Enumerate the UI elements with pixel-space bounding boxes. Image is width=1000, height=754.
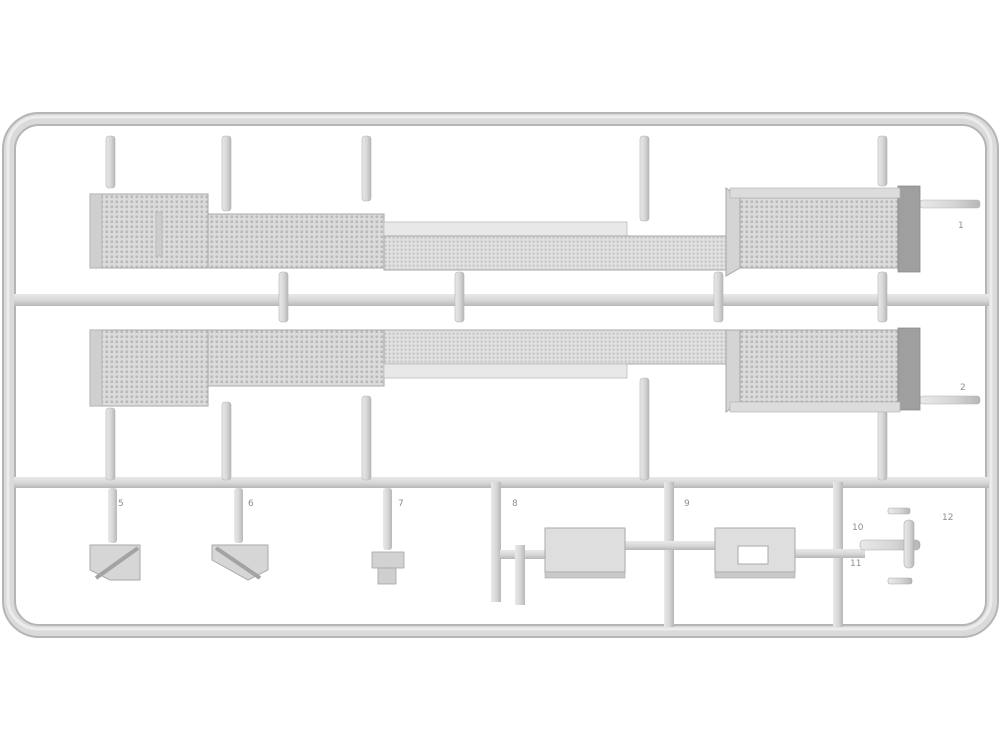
valve-parts [859,507,921,585]
bracket-parts [89,488,405,585]
inner-runners [14,294,989,627]
part-number: 12 [942,513,953,523]
part-number-labels: 1 2 5 6 7 8 9 10 11 12 [118,221,966,569]
part-number: 5 [118,499,124,509]
lower-frame-rail [89,327,921,413]
part-number: 7 [398,499,404,509]
upper-frame-rail [89,185,921,277]
sprue-frame [2,112,999,638]
part-number: 6 [248,499,254,509]
part-number: 10 [852,523,864,533]
part-number: 1 [958,221,964,231]
part-number: 11 [850,559,861,569]
box-parts [544,527,796,579]
upper-gates [105,135,981,481]
part-number: 2 [960,383,966,393]
part-number: 8 [512,499,518,509]
part-number: 9 [684,499,690,509]
